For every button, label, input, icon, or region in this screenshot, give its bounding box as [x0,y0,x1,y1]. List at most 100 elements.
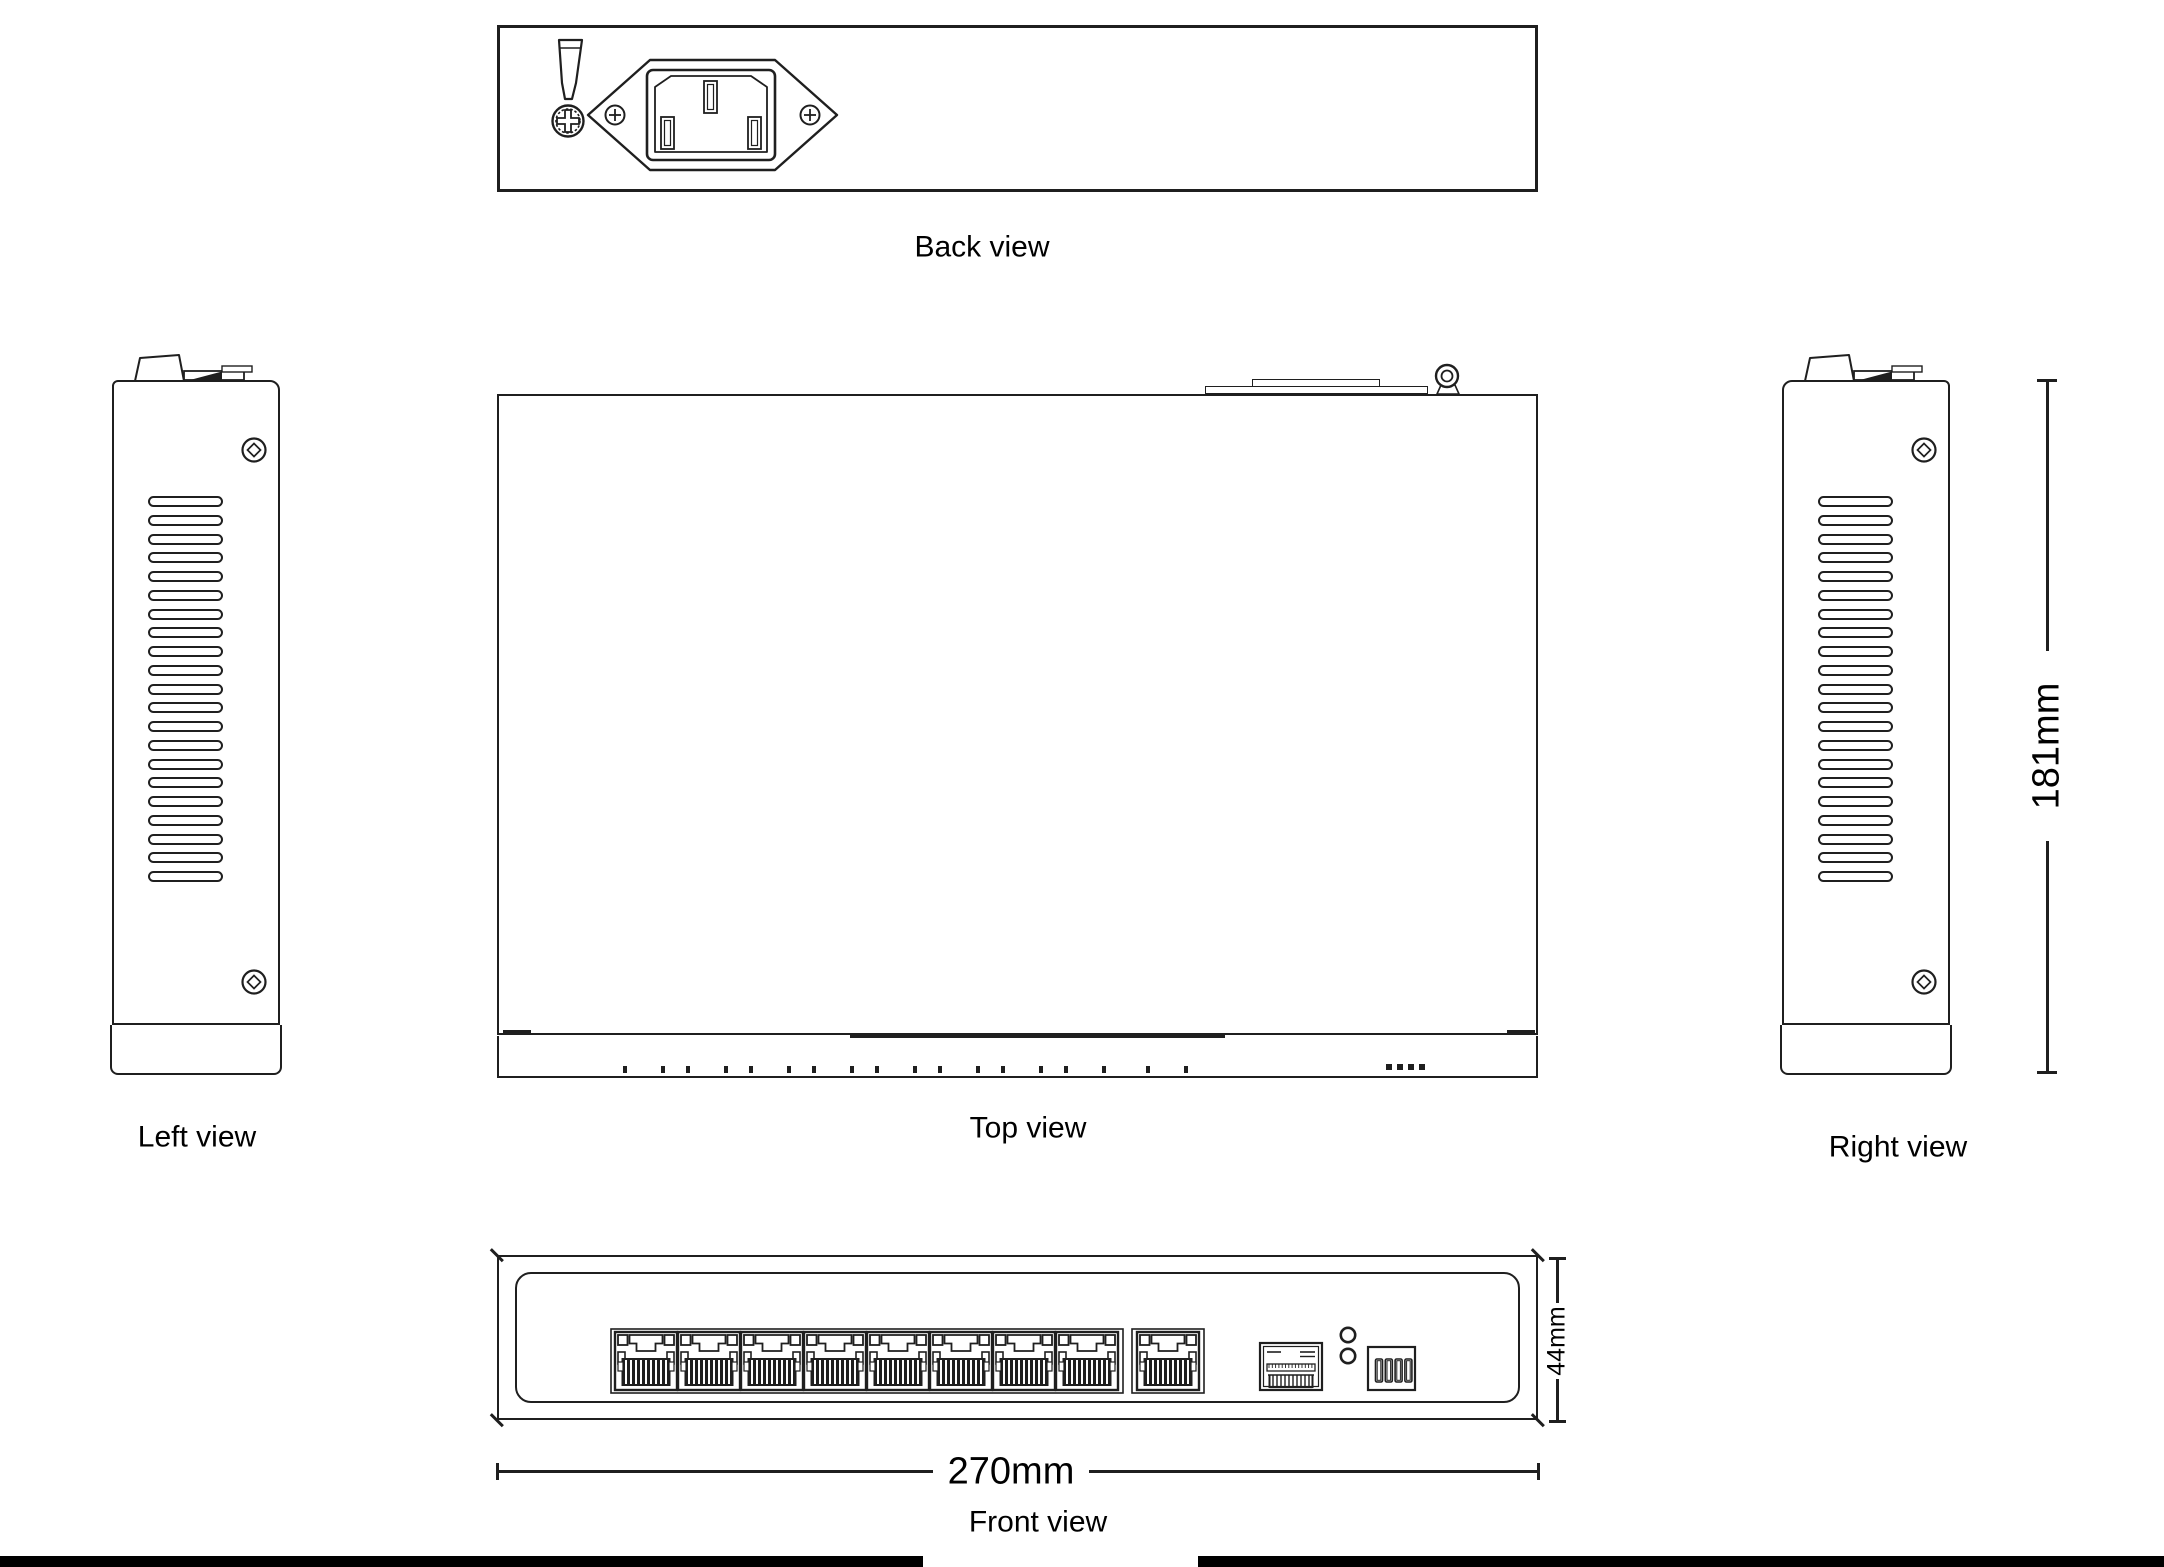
rj45-group-frame [610,1328,1124,1394]
vent-slot [1818,683,1893,695]
port-tick [749,1066,753,1073]
case-screw-icon [241,437,267,463]
back-view-connectors [551,38,839,172]
vent-slot [148,664,223,676]
dim-line-segment [1556,1257,1559,1303]
vent-slot [148,814,223,826]
dim-line-segment [2046,379,2049,651]
vent-slot [148,533,223,545]
vent-slot [1818,871,1893,882]
rj45-port-icon [928,1330,994,1392]
vent-slot [1818,514,1893,526]
left-view-base [110,1025,282,1075]
vent-slot [148,627,223,639]
dim-line-segment [1556,1379,1559,1422]
top-view-power-tab-narrow [1252,379,1380,387]
vent-slot [148,496,223,507]
vent-slot [148,552,223,564]
dip-switch-icon [1366,1345,1417,1392]
rj45-port-icon [739,1330,805,1392]
vent-slot [148,646,223,657]
grounding-screw-icon [551,38,585,138]
port-tick [1146,1066,1150,1073]
vent-slot [1818,796,1893,807]
port-tick [938,1066,942,1073]
right-view-vents [1818,496,1893,882]
top-view-outline [497,394,1538,1035]
top-view-bezel-thick-line [850,1033,1225,1038]
vent-slot [1818,608,1893,620]
vent-slot [148,758,223,770]
bottom-letterbox-left [0,1556,923,1567]
rj45-port-icon [865,1330,931,1392]
port-tick [976,1066,980,1073]
vent-slot [1818,571,1893,582]
vent-slot [1818,533,1893,545]
top-view-ground-screw-icon [1434,363,1461,395]
right-view-body [1782,380,1950,1025]
vent-slot [148,739,223,751]
port-tick [1184,1066,1188,1073]
rj45-port-icon [1054,1330,1120,1392]
vent-slot [1818,721,1893,732]
port-tick [1419,1064,1425,1070]
vent-slot [1818,758,1893,770]
top-view-port-ticks [497,1036,1538,1078]
right-view-top-protrusion [1804,354,1923,382]
dim-width-text: 270mm [947,1450,1075,1493]
vent-slot [1818,852,1893,864]
port-tick [1001,1066,1005,1073]
port-tick [661,1066,665,1073]
back-view-outline [497,25,1538,192]
vent-slot [148,683,223,695]
vent-slot [148,514,223,526]
vent-slot [1818,814,1893,826]
dim-front-height-text: 44mm [1542,1306,1571,1376]
vent-slot [1818,702,1893,714]
dim-height-text: 181mm [2025,682,2068,810]
mount-lug-icon [134,354,185,382]
dim-line-segment [1089,1470,1538,1473]
rj45-uplink-frame [1131,1328,1205,1394]
rj45-port-icon [991,1330,1057,1392]
vent-slot [1818,627,1893,639]
front-panel-connectors [610,1326,1417,1394]
port-tick [1039,1066,1043,1073]
led-indicator-icon [1339,1347,1357,1365]
left-view-label: Left view [137,1120,257,1154]
port-tick [850,1066,854,1073]
bottom-letterbox-right [1198,1556,2164,1567]
flange-screw-icon [604,104,626,126]
vent-slot [1818,777,1893,789]
vent-slot [1818,552,1893,564]
dim-cap [1549,1420,1566,1423]
case-screw-icon [1911,437,1937,463]
front-view-bezel [515,1272,1520,1403]
case-screw-icon [1911,969,1937,995]
vent-slot [148,871,223,882]
mount-lug-icon [1804,354,1855,382]
vent-slot [148,796,223,807]
rj45-port-icon [676,1330,742,1392]
rj45-port-icon [613,1330,679,1392]
vent-slot [148,721,223,732]
port-tick [623,1066,627,1073]
vent-slot [148,608,223,620]
port-tick [724,1066,728,1073]
vent-slot [148,833,223,845]
port-tick [787,1066,791,1073]
vent-slot [1818,589,1893,601]
port-tick [875,1066,879,1073]
port-tick [1064,1066,1068,1073]
dim-line-segment [497,1470,933,1473]
power-inlet-icon [586,58,839,172]
sfp-port-icon [1258,1341,1324,1392]
port-tick [1386,1064,1392,1070]
top-view-left-foot-line [503,1030,531,1033]
rj45-port-icon [802,1330,868,1392]
vent-slot [1818,646,1893,657]
port-tick [812,1066,816,1073]
vent-slot [1818,496,1893,507]
vent-slot [148,702,223,714]
